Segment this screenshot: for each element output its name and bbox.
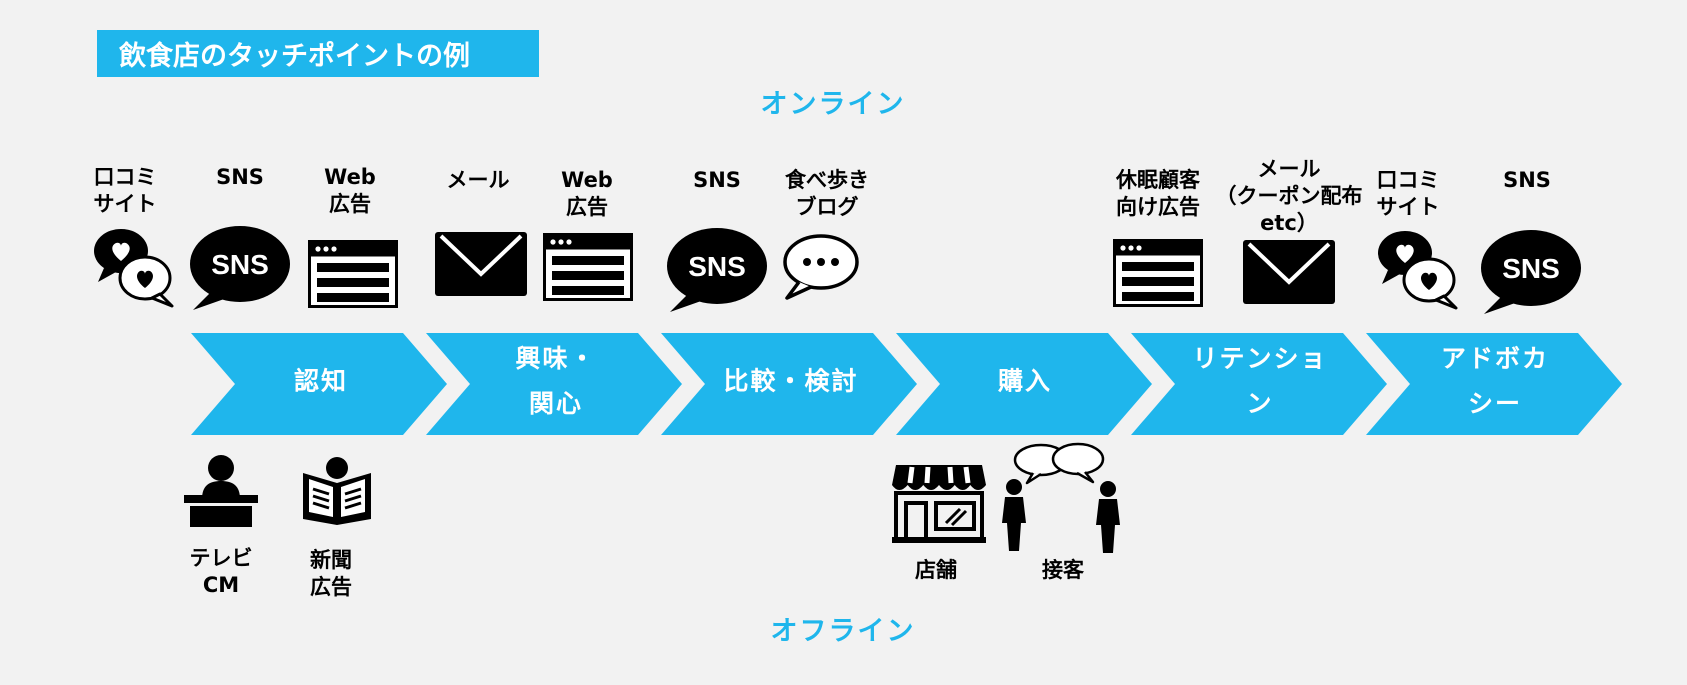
touchpoint-label-customer-service: 接客: [1042, 558, 1084, 582]
touchpoint-label-coupon-mail: メール （クーポン配布 etc）: [1215, 157, 1363, 235]
mail-envelope-icon: [1243, 240, 1335, 304]
touchpoint-label-review-site: 口コミ サイト: [93, 165, 157, 216]
sns-bubble-icon: SNS: [667, 228, 767, 312]
touchpoint-label-sns-3: SNS: [1503, 168, 1551, 192]
people-talking-icon: [1002, 442, 1120, 553]
chat-dots-icon: [783, 234, 859, 300]
page-title: 飲食店のタッチポイントの例: [97, 30, 539, 77]
stage-chevron: [191, 333, 447, 435]
stage-chevron: [661, 333, 917, 435]
newspaper-reader-icon: [303, 457, 371, 525]
touchpoint-label-web-ad-2: Web 広告: [561, 168, 613, 219]
touchpoint-label-tv-cm: テレビ CM: [189, 546, 253, 597]
sns-icon-text: SNS: [688, 251, 746, 282]
offline-section-label: オフライン: [770, 616, 916, 647]
touchpoint-label-web-ad: Web 広告: [324, 165, 376, 216]
touchpoint-label-sns-2: SNS: [693, 168, 741, 192]
stage-label-awareness: 認知: [293, 366, 349, 396]
sns-icon-text: SNS: [211, 249, 269, 280]
touchpoint-label-sns: SNS: [216, 165, 264, 189]
touchpoint-label-newspaper: 新聞 広告: [310, 548, 352, 599]
touchpoint-label-review-site-2: 口コミ サイト: [1376, 168, 1440, 219]
stage-chevron: [896, 333, 1152, 435]
sns-bubble-icon: SNS: [1481, 230, 1581, 314]
stage-label-advocacy: アドボカ シー: [1440, 344, 1550, 418]
stage-chevron: [1131, 333, 1387, 435]
sns-icon-text: SNS: [1502, 253, 1560, 284]
stage-label-comparison: 比較・検討: [723, 366, 859, 396]
stage-label-retention: リテンショ ン: [1192, 344, 1328, 418]
stage-chevron: [426, 333, 682, 435]
sns-bubble-icon: SNS: [190, 226, 290, 310]
mail-envelope-icon: [435, 232, 527, 296]
browser-window-icon: [308, 240, 398, 308]
online-section-label: オンライン: [760, 89, 906, 120]
review-hearts-icon: [94, 229, 174, 308]
review-hearts-icon: [1378, 231, 1458, 310]
touchpoint-label-food-blog: 食べ歩き ブログ: [785, 168, 869, 219]
stage-label-purchase: 購入: [997, 366, 1053, 396]
touchpoint-label-store: 店舗: [915, 558, 957, 582]
touchpoint-label-mail: メール: [446, 168, 510, 192]
browser-window-icon: [543, 233, 633, 301]
stage-chevron: [1366, 333, 1622, 435]
tv-presenter-icon: [184, 455, 258, 527]
browser-window-icon: [1113, 239, 1203, 307]
touchpoint-label-dormant-ad: 休眠顧客 向け広告: [1116, 168, 1200, 219]
stage-label-interest: 興味・ 関心: [515, 344, 597, 418]
storefront-icon: [892, 465, 986, 543]
